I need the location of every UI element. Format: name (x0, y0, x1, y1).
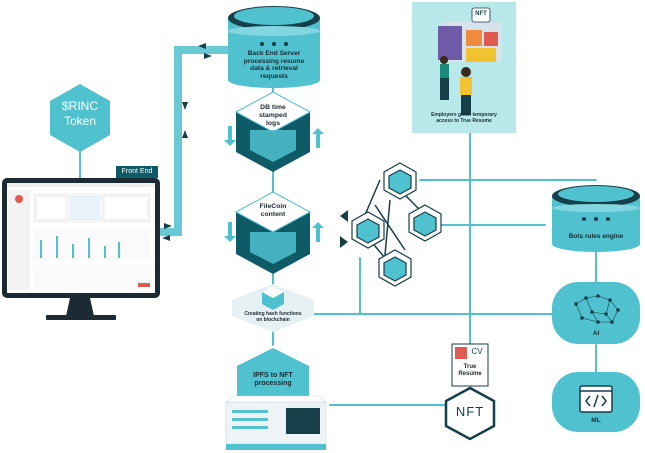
db-logs-label-line3: logs (266, 119, 280, 127)
ipfs-label: IPFS to NFT processing (243, 372, 303, 388)
backend-server-cylinder (228, 6, 320, 88)
brain-network-icon (574, 294, 620, 324)
true-resume-label-line1: True (463, 364, 477, 370)
token-hexagon (50, 84, 110, 152)
employers-label-line2: access to True Resume (436, 117, 492, 124)
ipfs-label-line1: IPFS to NFT (253, 372, 293, 379)
cube-1 (383, 162, 417, 200)
bots-cylinder (552, 185, 640, 252)
true-resume-badge (451, 343, 489, 387)
true-resume-label-line2: Resume (458, 370, 482, 377)
employers-nft-badge: NFT (475, 11, 487, 17)
employers-label: Employers given temporary access to True… (414, 112, 514, 125)
db-logs-label-line1: DB time (260, 104, 286, 111)
employers-illustration (438, 7, 502, 115)
pipe-arrows (162, 43, 212, 241)
filecoin-label-line2: content (260, 210, 286, 218)
backend-label-line4: requests (260, 72, 288, 80)
bots-label: Bots rules engine (568, 233, 624, 240)
backend-label: Back End Server processing resume data &… (232, 50, 316, 80)
front-end-monitor (2, 178, 160, 320)
blockchain-cubes (351, 162, 442, 287)
backend-label-line1: Back End Server (247, 50, 301, 57)
filecoin-hexagon (224, 191, 348, 274)
ai-label: AI (592, 330, 600, 337)
ml-label: ML (591, 417, 601, 424)
db-logs-label: DB time stamped logs (246, 104, 300, 127)
ml-node (552, 372, 640, 432)
cube-3 (351, 211, 385, 249)
hash-label: Creating hash functions on blockchain (228, 311, 318, 324)
frontend-to-backend-pipe (156, 46, 232, 236)
hash-node (232, 284, 314, 332)
token-label-line2: Token (63, 114, 97, 128)
db-logs-label-line2: stamped (259, 111, 287, 119)
true-resume-label: True Resume (450, 364, 490, 378)
employers-label-line1: Employers given temporary (431, 112, 497, 118)
server-stack-icon (225, 395, 327, 450)
hash-label-line1: Creating hash functions (244, 311, 302, 317)
employers-panel (412, 2, 516, 133)
nft-icon-label: NFT (455, 404, 485, 419)
db-logs-hexagon (224, 91, 324, 172)
token-label: $RINC Token (50, 99, 110, 129)
ipfs-label-line2: processing (254, 380, 292, 388)
backend-label-line2: processing resume (243, 57, 305, 65)
cube-2 (408, 204, 442, 242)
nft-hexagon-icon (444, 386, 496, 441)
filecoin-label-line1: FileCoin (259, 203, 287, 210)
token-label-line1: $RINC (61, 99, 98, 113)
backend-label-line3: data & retrieval (250, 65, 298, 73)
code-icon (579, 385, 613, 413)
filecoin-label: FileCoin content (246, 203, 300, 219)
front-end-label: Front End (116, 166, 158, 178)
hash-label-line2: on blockchain (256, 316, 290, 323)
cube-4 (378, 249, 412, 287)
true-resume-cv: CV (471, 347, 483, 356)
ai-node (552, 282, 640, 344)
